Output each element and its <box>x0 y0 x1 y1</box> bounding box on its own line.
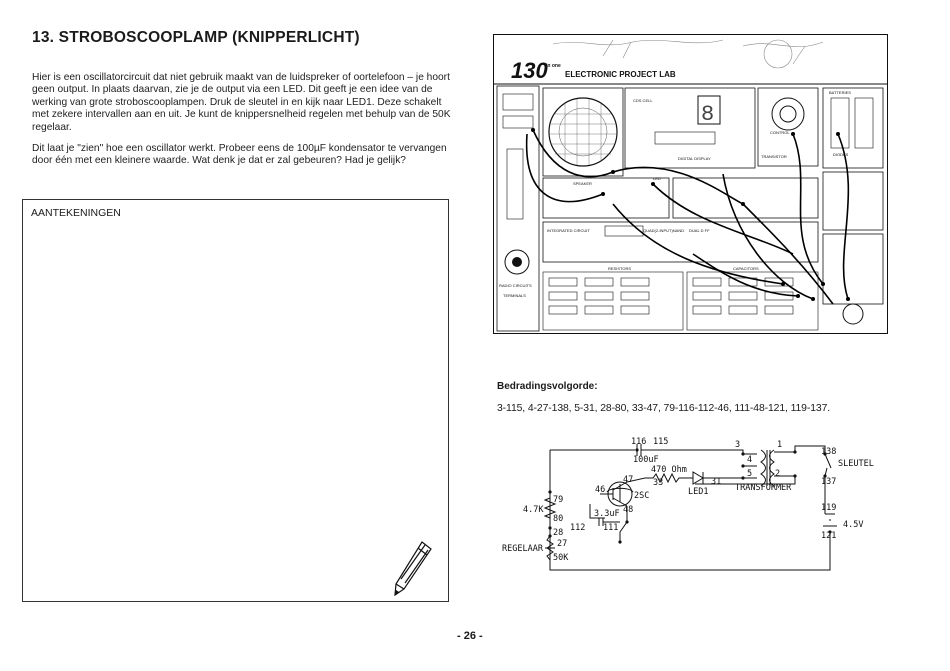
capacitors-label: CAPACITORS <box>733 266 759 271</box>
speaker-label: SPEAKER <box>573 181 592 186</box>
node-48: 48 <box>623 505 633 515</box>
pot-50k: 50K <box>553 553 569 563</box>
digit-display: 8 <box>701 102 714 127</box>
node-33: 33 <box>653 478 663 488</box>
key-label: SLEUTEL <box>838 459 874 469</box>
transformer-label: TRANSFORMER <box>735 483 792 493</box>
node-121: 121 <box>821 531 836 541</box>
regelaar-label: REGELAAR <box>502 544 544 554</box>
node-119: 119 <box>821 503 836 513</box>
question-paragraph: Dit laat je "zien" hoe een oscillator we… <box>32 143 447 167</box>
diodes-label: DIODES <box>833 152 849 157</box>
resistor-4-7k: 4.7K <box>523 505 544 515</box>
node-28: 28 <box>553 528 563 538</box>
node-112: 112 <box>570 523 585 533</box>
notes-label: AANTEKENINGEN <box>31 207 121 219</box>
circuit-schematic: 116 115 100uF 470 Ohm 33 31 LED1 47 46 2… <box>502 437 874 571</box>
radio-label: RADIO CIRCUITS <box>499 283 532 288</box>
led-label: LED <box>653 176 661 181</box>
pencil-icon <box>394 541 432 597</box>
terminals-label: TERMINALS <box>503 293 526 298</box>
resistors-label: RESISTORS <box>608 266 631 271</box>
page-title: 13. STROBOSCOOPLAMP (KNIPPERLICHT) <box>32 29 360 46</box>
battery-label: 4.5V <box>843 520 863 530</box>
transistor-2sc: 2SC <box>634 491 649 501</box>
batteries-label: BATTERIES <box>829 90 851 95</box>
node-47: 47 <box>623 475 633 485</box>
brand-sup: in one <box>546 63 561 69</box>
intro-paragraph: Hier is een oscillatorcircuit dat niet g… <box>32 72 451 133</box>
lab-title: ELECTRONIC PROJECT LAB <box>565 70 676 79</box>
transformer-pin-5: 5 <box>747 469 752 479</box>
wires <box>525 129 850 305</box>
resistor-470-ohm: 470 Ohm <box>651 465 687 475</box>
project-lab-board: 130 in one ELECTRONIC PROJECT LAB RADIO … <box>493 34 888 334</box>
node-27: 27 <box>557 539 567 549</box>
node-111: 111 <box>603 523 618 533</box>
dual-ff-label: DUAL D FF <box>689 228 710 233</box>
node-46: 46 <box>595 485 605 495</box>
wiring-order-heading: Bedradingsvolgorde: <box>497 381 598 392</box>
display-label: DIGITAL DISPLAY <box>678 156 711 161</box>
cds-label: CDS CELL <box>633 98 653 103</box>
transformer-pin-2: 2 <box>775 469 780 479</box>
node-116: 116 <box>631 437 646 447</box>
page-number: - 26 - <box>457 630 483 642</box>
node-138: 138 <box>821 447 836 457</box>
transistor-label: TRANSISTOR <box>761 154 787 159</box>
control-label: CONTROL <box>770 130 790 135</box>
transformer-pin-3: 3 <box>735 440 740 450</box>
wiring-order-text: 3-115, 4-27-138, 5-31, 28-80, 33-47, 79-… <box>497 403 831 414</box>
node-137: 137 <box>821 477 836 487</box>
node-79: 79 <box>553 495 563 505</box>
node-80: 80 <box>553 514 563 524</box>
transformer-pin-1: 1 <box>777 440 782 450</box>
capacitor-100uf: 100uF <box>633 455 659 465</box>
transformer-pin-4: 4 <box>747 455 752 465</box>
capacitor-3-3uf: 3.3uF <box>594 509 620 519</box>
quad-ic-label: QUAD(2-INPUT)NAND <box>643 228 684 233</box>
notes-box[interactable]: AANTEKENINGEN <box>22 199 449 602</box>
node-115: 115 <box>653 437 668 447</box>
node-31: 31 <box>711 477 721 487</box>
ic-label: INTEGRATED CIRCUIT <box>547 228 590 233</box>
brand-logo: 130 <box>511 58 548 83</box>
led1-label: LED1 <box>688 487 708 497</box>
